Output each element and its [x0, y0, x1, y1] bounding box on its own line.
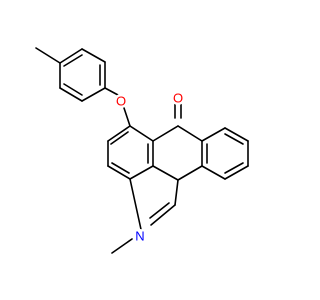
- ring-nitrogen-background: [133, 229, 147, 243]
- bond-oxygen-core: [123, 107, 131, 127]
- bond-benzo-4: [224, 165, 249, 180]
- bond-core-ring-a3: [107, 165, 131, 180]
- bond-core-ring-a1: [107, 125, 131, 142]
- bond-benzo-5: [201, 165, 226, 180]
- bond-ring-carbonyl-carbon: [152, 125, 179, 142]
- bond-benzo-2: [224, 127, 249, 142]
- ether-oxygen-label: O: [116, 94, 126, 109]
- bond-benzo-2-double: [224, 133, 244, 145]
- bond-tolyl-5-double: [63, 83, 83, 96]
- bond-n-methyl: [111, 238, 133, 254]
- ring-nitrogen-label: N: [135, 229, 144, 244]
- bond-benzo-4-double: [224, 162, 244, 174]
- bond-core-ring-a4: [129, 165, 154, 180]
- bond-benzo-to-pyrrole: [177, 165, 203, 181]
- atom-labels: O O N: [114, 91, 185, 244]
- bond-network: [35, 47, 249, 254]
- carbonyl-oxygen-label: O: [173, 91, 183, 106]
- bond-tolyl-1-double: [63, 54, 83, 67]
- bond-core-ring-a1-double: [110, 131, 129, 145]
- ether-oxygen-background: [114, 94, 128, 108]
- bond-carbonyl-to-benzo: [177, 125, 203, 142]
- bond-core-ring-a6: [129, 125, 154, 142]
- bond-tolyl-1: [59, 48, 83, 64]
- bond-pyrrole-3: [129, 178, 143, 235]
- bond-methyl-tolyl: [35, 47, 61, 64]
- bond-tolyl-oxygen: [104, 87, 119, 96]
- bond-pyrrole-2-double: [149, 202, 170, 219]
- bond-tolyl-4: [81, 87, 106, 102]
- bond-central-ring: [152, 165, 179, 181]
- bond-tolyl-5: [59, 87, 83, 102]
- bond-tolyl-2: [81, 48, 106, 63]
- bond-pyrrole-1: [174, 179, 179, 206]
- bond-core-ring-a3-double: [111, 162, 130, 174]
- bond-benzo-1: [201, 127, 226, 142]
- diagram-background: [0, 0, 300, 300]
- bond-pyrrole-2: [150, 204, 176, 226]
- carbonyl-oxygen-background: [171, 91, 185, 105]
- molecule-structure-diagram: O O N: [0, 0, 300, 300]
